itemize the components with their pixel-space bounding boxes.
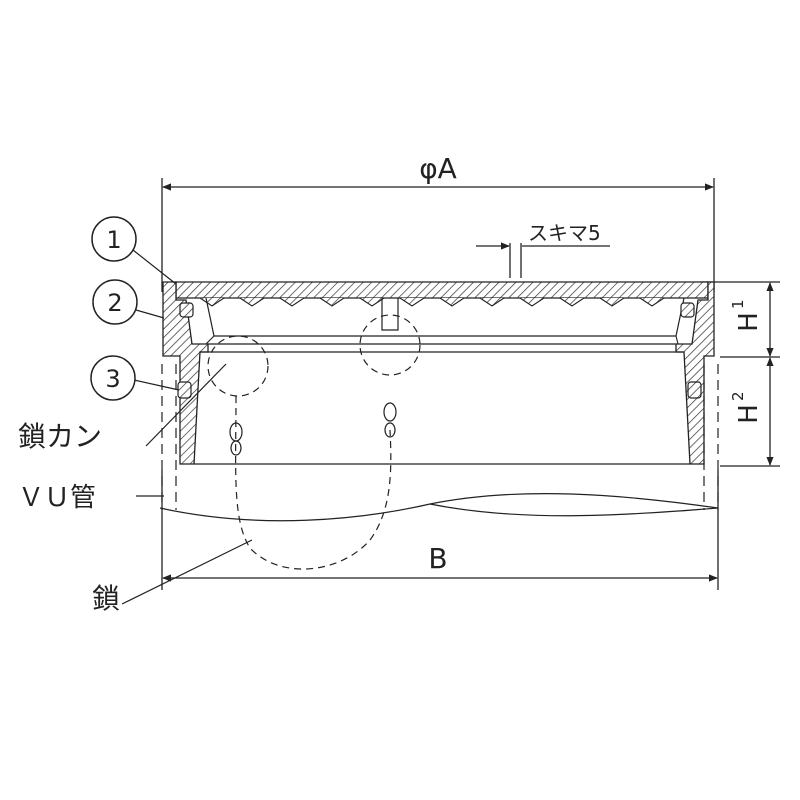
chain-links	[229, 402, 397, 456]
vu-pipe-break	[159, 493, 719, 522]
label-phi-a: φA	[419, 152, 457, 185]
label-h2-sub: 2	[729, 391, 747, 401]
label-gap: スキマ5	[528, 221, 601, 245]
frame-body	[162, 281, 715, 465]
callout-1: 1	[91, 216, 137, 262]
label-h1: H 1	[729, 299, 764, 331]
chain	[207, 314, 421, 570]
leader-lines	[121, 249, 253, 605]
dimension-phi-a	[161, 178, 715, 292]
label-h1-main: H	[734, 312, 764, 332]
label-h2: H 2	[729, 391, 764, 423]
callout-1-number: 1	[106, 226, 121, 254]
callout-3-number: 3	[105, 365, 120, 393]
callout-2: 2	[92, 279, 138, 325]
cover-top	[175, 281, 709, 345]
label-vu-pipe: ＶＵ管	[18, 483, 96, 513]
label-chain-ring: 鎖カン	[18, 420, 102, 453]
label-h2-main: H	[734, 404, 764, 424]
vu-pipe	[161, 364, 719, 510]
callout-3: 3	[90, 355, 136, 401]
dimension-gap	[476, 242, 610, 278]
label-h1-sub: 1	[729, 299, 747, 309]
seal-rings	[177, 302, 702, 399]
label-chain: 鎖	[92, 582, 120, 615]
label-b: B	[428, 542, 447, 575]
callout-2-number: 2	[107, 289, 122, 317]
dimension-b	[161, 470, 719, 590]
